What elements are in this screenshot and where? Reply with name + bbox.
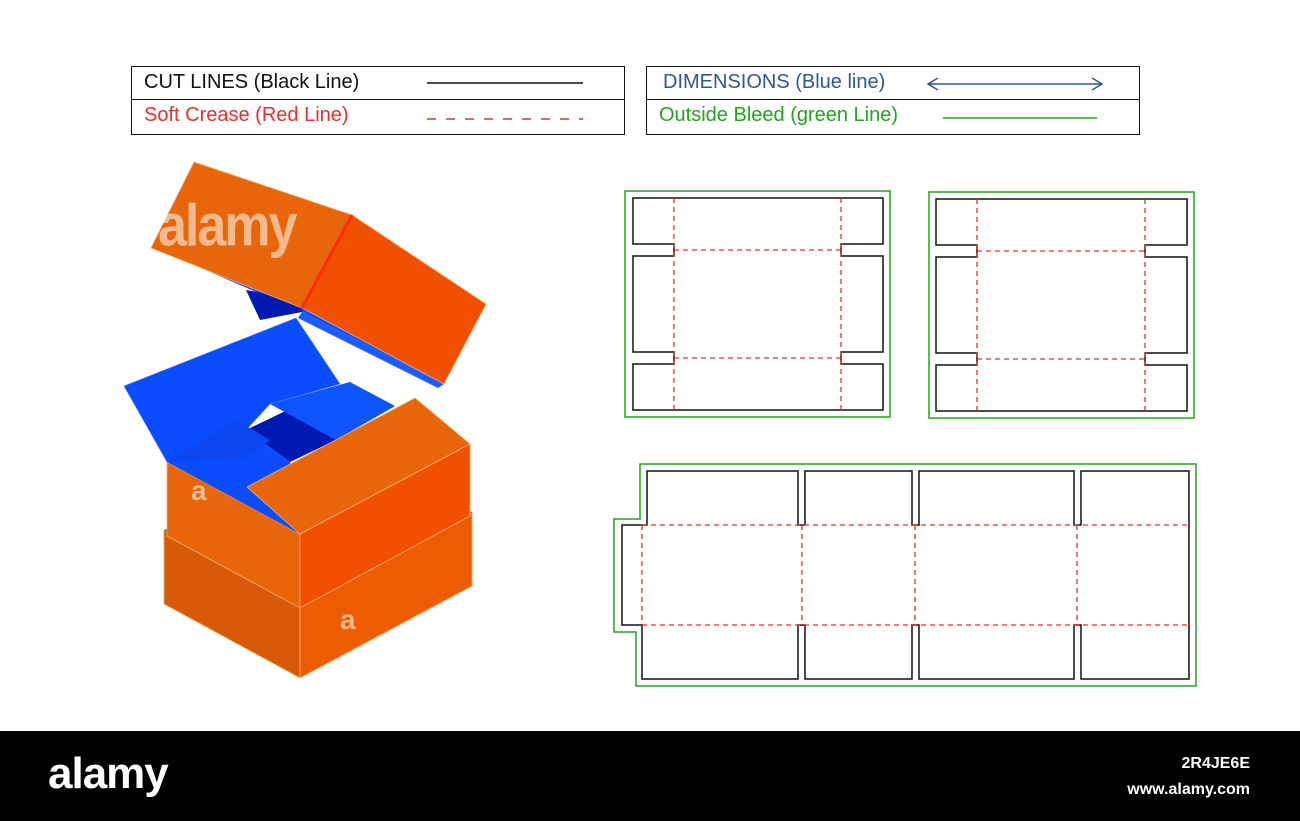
box-3d-illustration — [123, 161, 487, 679]
footer-bar: alamy 2R4JE6E www.alamy.com — [0, 731, 1300, 821]
legend-right-box: DIMENSIONS (Blue line) Outside Bleed (gr… — [646, 66, 1140, 135]
dieline-2-cut — [935, 198, 1188, 412]
dieline-2-creases — [976, 199, 1146, 411]
footer-url[interactable]: www.alamy.com — [1127, 781, 1250, 798]
lid-underside-dark — [246, 290, 302, 320]
legend-bleed-label: Outside Bleed (green Line) — [659, 104, 899, 126]
footer-logo[interactable]: alamy — [48, 749, 169, 798]
watermark-letter-1: a — [191, 475, 207, 506]
legend-row-bleed: Outside Bleed (green Line) — [647, 100, 1139, 133]
legend-row-crease: Soft Crease (Red Line) — [132, 100, 624, 133]
legend-cut-sample — [427, 82, 583, 84]
lid-fold-highlight — [300, 214, 354, 309]
dieline-lid-2 — [928, 191, 1195, 419]
dieline-base — [613, 463, 1197, 687]
dieline-3-creases — [641, 524, 1189, 626]
legend-row-dimensions: DIMENSIONS (Blue line) — [647, 67, 1139, 100]
dieline-2-bleed — [928, 191, 1195, 419]
legend-dimension-arrow — [926, 77, 1104, 91]
lid-inner-strip — [298, 312, 444, 388]
box-inner-flap-back — [270, 382, 395, 440]
legend-crease-sample — [427, 118, 583, 120]
dieline-3-bleed — [613, 463, 1197, 687]
legend-crease-label: Soft Crease (Red Line) — [144, 104, 349, 126]
box-front-flap — [246, 397, 471, 535]
legend-row-cut: CUT LINES (Black Line) — [132, 67, 624, 100]
watermark-letter-2: a — [340, 604, 356, 635]
dieline-1-creases — [673, 198, 842, 410]
legend-bleed-sample — [943, 117, 1097, 119]
dieline-1-bleed — [624, 190, 891, 418]
footer-image-id: 2R4JE6E — [1181, 755, 1251, 772]
legend-dimensions-label: DIMENSIONS (Blue line) — [663, 71, 886, 93]
dieline-1-cut — [632, 197, 884, 411]
watermark-main: alamy — [158, 192, 297, 260]
legend-cut-label: CUT LINES (Black Line) — [144, 71, 360, 93]
box-side-flap-inner — [167, 420, 270, 462]
dieline-lid-1 — [624, 190, 891, 418]
dieline-3-cut — [621, 470, 1190, 680]
diagram-canvas — [123, 161, 1197, 687]
legend-left-box: CUT LINES (Black Line) Soft Crease (Red … — [131, 66, 625, 135]
